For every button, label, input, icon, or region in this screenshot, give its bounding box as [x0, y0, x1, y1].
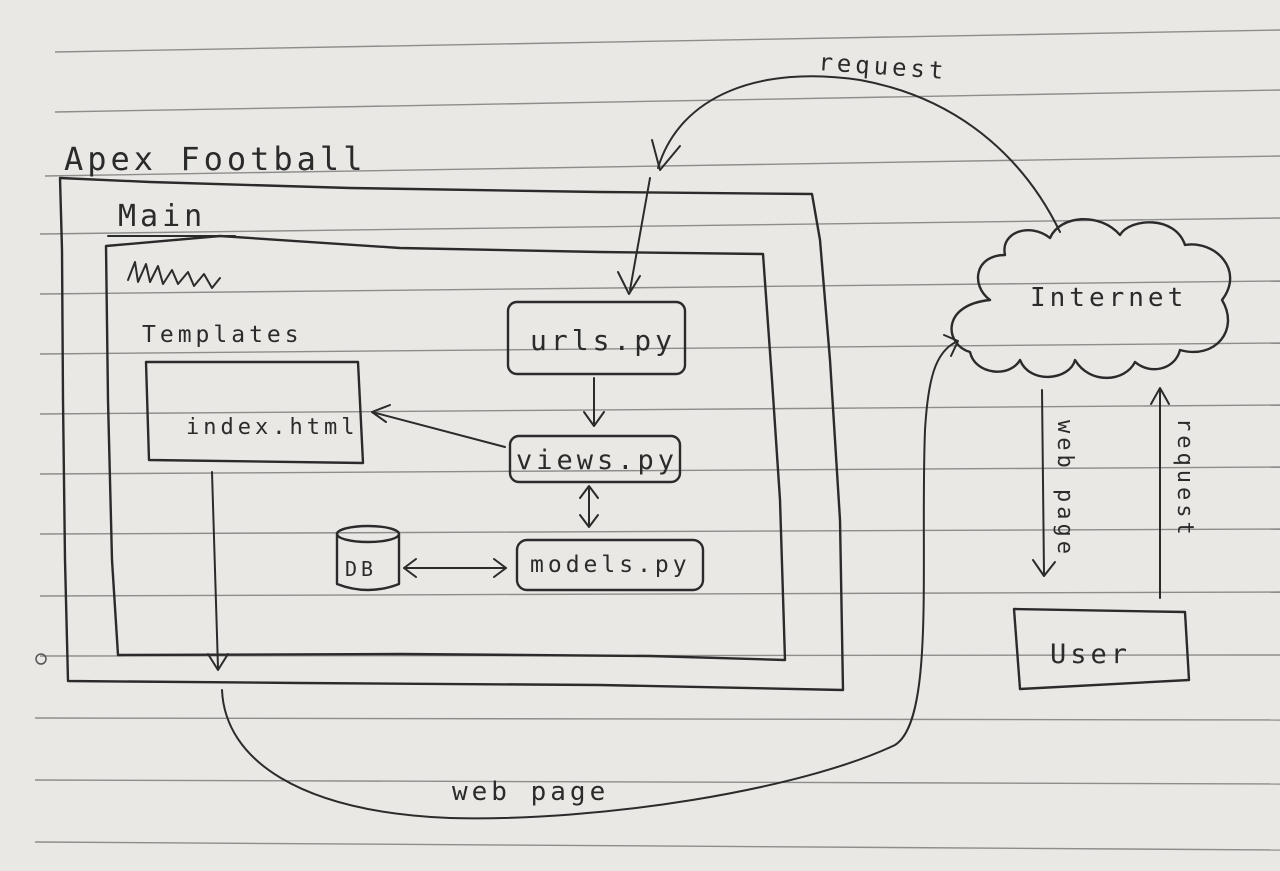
- arrow-views-to-index: [371, 404, 506, 448]
- arrow-views-models: [579, 485, 599, 528]
- scribble-mark: [127, 261, 221, 289]
- db-label: DB: [345, 557, 377, 581]
- user-label: User: [1050, 639, 1131, 670]
- ruled-lines: [34, 29, 1280, 851]
- views-py-label: views.py: [516, 445, 678, 476]
- user-box: [1012, 607, 1191, 691]
- arrow-user-to-internet: [1150, 387, 1170, 599]
- request-side-label: request: [1172, 418, 1197, 539]
- index-html-label: index.html: [186, 415, 358, 440]
- index-html-box: [144, 360, 365, 465]
- urls-py-label: urls.py: [530, 324, 676, 357]
- app-box: [104, 234, 787, 662]
- request-curve: [617, 75, 1061, 295]
- web-page-return-curve: [221, 334, 959, 820]
- project-box: [58, 176, 845, 692]
- arrow-urls-to-views: [583, 377, 605, 427]
- views-py-box: [508, 434, 682, 484]
- database-cylinder-icon: [335, 524, 401, 592]
- web-page-bottom-label: web page: [452, 777, 609, 807]
- margin-circle-mark: [35, 653, 47, 665]
- models-py-box: [515, 538, 705, 592]
- web-page-side-label: web page: [1052, 420, 1077, 558]
- project-label: Apex Football: [64, 140, 366, 178]
- internet-label: Internet: [1030, 283, 1187, 313]
- urls-py-box: [506, 300, 687, 376]
- internet-cloud-icon: [950, 218, 1232, 380]
- models-py-label: models.py: [530, 552, 691, 578]
- arrow-db-models: [403, 558, 507, 578]
- arrow-index-down: [207, 471, 229, 671]
- request-top-label: request: [818, 48, 949, 85]
- templates-label: Templates: [142, 322, 303, 348]
- arrow-internet-to-user: [1032, 389, 1056, 577]
- app-label: Main: [118, 199, 206, 234]
